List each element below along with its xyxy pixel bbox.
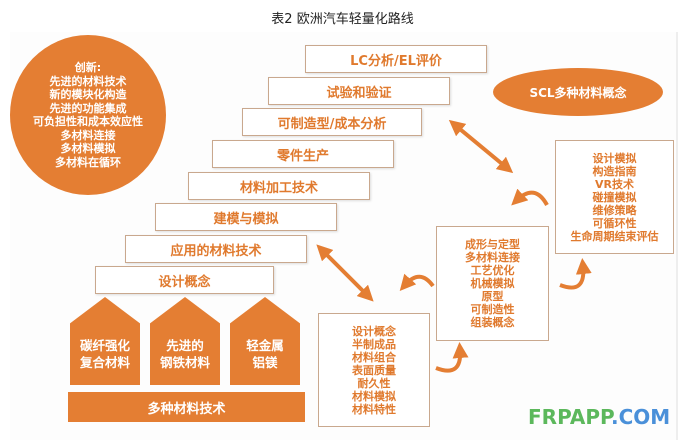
list-item: 碰撞模拟 bbox=[592, 190, 637, 204]
step-parts-production: 零件生产 bbox=[212, 140, 394, 168]
step-manufacturability: 可制造型/成本分析 bbox=[242, 108, 422, 136]
list-item: 维修策略 bbox=[592, 203, 637, 217]
innovation-heading: 创新: bbox=[74, 61, 102, 74]
double-arrow-icon bbox=[316, 244, 374, 302]
house-cfrp: 碳纤强化复合材料 bbox=[70, 297, 140, 385]
list-item: 材料特性 bbox=[352, 402, 396, 416]
house-label: 铝镁 bbox=[252, 355, 278, 370]
list-item: 表面质量 bbox=[352, 363, 396, 377]
house-label: 钢铁材料 bbox=[159, 355, 210, 370]
figure-title: 表2 欧洲汽车轻量化路线 bbox=[271, 12, 414, 27]
innovation-item: 多材料在循环 bbox=[55, 155, 121, 169]
innovation-item: 先进的功能集成 bbox=[49, 101, 127, 115]
curved-arrow-icon bbox=[511, 188, 549, 207]
house-label: 碳纤强化 bbox=[79, 338, 130, 353]
list-item: 半制成品 bbox=[352, 337, 396, 351]
list-item: 生命周期结束评估 bbox=[570, 229, 659, 243]
list-item: 可制造性 bbox=[470, 303, 515, 316]
scl-ellipse: SCL多种材料概念 bbox=[493, 68, 663, 116]
list-item: 多材料连接 bbox=[465, 251, 520, 264]
watermark-text: FRPAPP bbox=[528, 405, 612, 429]
list-item: 原型 bbox=[481, 290, 504, 303]
innovation-item: 多材料模拟 bbox=[60, 142, 116, 155]
step-material-processing: 材料加工技术 bbox=[188, 172, 370, 200]
list-item: 可循环性 bbox=[592, 216, 637, 230]
watermark-domain: .COM bbox=[611, 405, 671, 429]
curved-arrow-icon bbox=[559, 258, 592, 290]
house-label: 先进的 bbox=[166, 338, 204, 353]
innovation-circle: 创新: 先进的材料技术 新的模块化构造 先进的功能集成 可负担性和成本效应性 多… bbox=[10, 35, 166, 195]
list-item: 工艺优化 bbox=[470, 264, 515, 277]
list-item: VR技术 bbox=[595, 177, 634, 191]
double-arrow-icon bbox=[448, 119, 514, 174]
curved-arrow-icon bbox=[435, 342, 469, 373]
list-item: 设计模拟 bbox=[592, 151, 637, 165]
list-item: 机械模拟 bbox=[470, 277, 515, 290]
box-middle: 成形与定型多材料连接工艺优化机械模拟原型可制造性组装概念 bbox=[436, 226, 549, 341]
watermark: FRPAPP.COM bbox=[528, 405, 670, 429]
innovation-item: 新的模块化构造 bbox=[49, 88, 127, 101]
list-item: 耐久性 bbox=[357, 376, 391, 390]
innovation-item: 多材料连接 bbox=[60, 128, 116, 142]
base-bar: 多种材料技术 bbox=[68, 392, 305, 422]
list-item: 组装概念 bbox=[470, 316, 515, 329]
list-item: 构造指南 bbox=[592, 164, 637, 178]
list-item: 成形与定型 bbox=[465, 238, 520, 251]
innovation-item: 可负担性和成本效应性 bbox=[33, 115, 143, 128]
curved-arrow-icon bbox=[399, 273, 435, 291]
step-applied-materials: 应用的材料技术 bbox=[125, 235, 307, 263]
step-design-concept: 设计概念 bbox=[95, 266, 274, 294]
list-item: 设计概念 bbox=[352, 324, 396, 338]
step-testing: 试验和验证 bbox=[268, 77, 450, 105]
box-bottom: 设计概念半制成品材料组合表面质量耐久性材料模拟材料特性 bbox=[318, 313, 430, 427]
house-label: 复合材料 bbox=[79, 355, 130, 370]
innovation-item: 先进的材料技术 bbox=[49, 74, 127, 88]
house-label: 轻金属 bbox=[246, 338, 284, 353]
list-item: 材料组合 bbox=[352, 350, 396, 364]
step-lc-analysis: LC分析/EL评价 bbox=[305, 45, 487, 73]
list-item: 材料模拟 bbox=[352, 389, 396, 403]
step-modeling: 建模与模拟 bbox=[155, 203, 337, 231]
